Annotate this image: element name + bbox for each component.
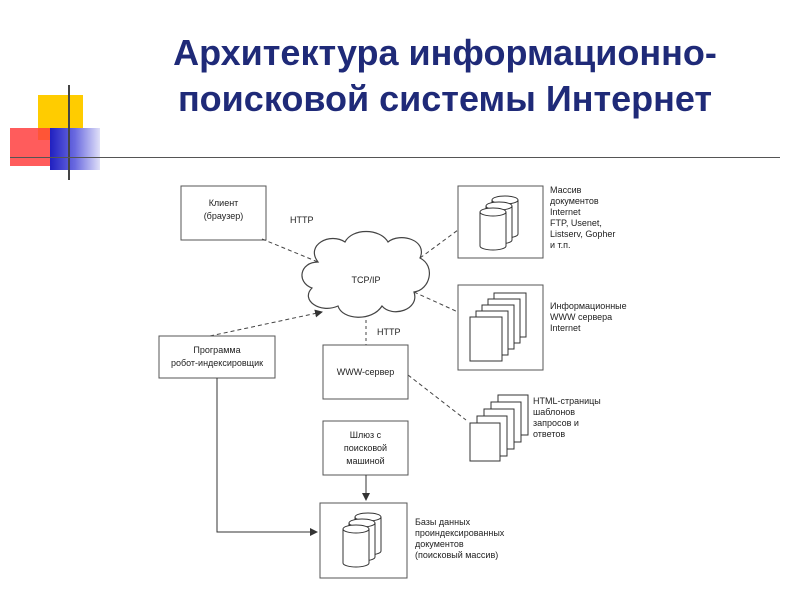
- servers-label-line-2: WWW сервера: [550, 312, 612, 322]
- tcpip-cloud: TCP/IP: [301, 230, 430, 318]
- cloud-label: TCP/IP: [351, 275, 380, 285]
- html-label: HTML-страницы шаблонов запросов и ответо…: [533, 396, 601, 439]
- slide-title: Архитектура информационно- поисковой сис…: [100, 30, 790, 122]
- deco-vertical-line: [68, 85, 70, 180]
- client-label-1: Клиент: [209, 198, 239, 208]
- documents-label: Массив документов Internet FTP, Usenet, …: [550, 185, 615, 250]
- db-label-line-4: (поисковый массив): [415, 550, 498, 560]
- db-label-line-1: Базы данных: [415, 517, 471, 527]
- client-box: Клиент (браузер): [180, 185, 267, 241]
- http-top-label: HTTP: [290, 215, 314, 225]
- docs-label-line-3: Internet: [550, 207, 581, 217]
- link-cloud-docs: [419, 229, 459, 259]
- html-label-line-2: шаблонов: [533, 407, 575, 417]
- gateway-box: Шлюз с поисковой машиной: [322, 420, 409, 476]
- robot-label-1: Программа: [193, 345, 240, 355]
- deco-blue-square: [50, 128, 100, 170]
- www-servers-storage: [457, 284, 544, 371]
- title-line-1: Архитектура информационно-: [173, 32, 717, 73]
- servers-label-line-3: Internet: [550, 323, 581, 333]
- title-line-2: поисковой системы Интернет: [177, 78, 713, 119]
- html-label-line-1: HTML-страницы: [533, 396, 601, 406]
- deco-horizontal-line: [10, 157, 780, 158]
- servers-label: Информационные WWW сервера Internet: [550, 301, 627, 333]
- html-label-line-3: запросов и: [533, 418, 579, 428]
- gateway-label-2: поисковой: [344, 443, 387, 453]
- docs-label-line-2: документов: [550, 196, 599, 206]
- robot-label-2: робот-индексировщик: [171, 358, 263, 368]
- client-label-2: (браузер): [204, 211, 244, 221]
- docs-label-line-1: Массив: [550, 185, 582, 195]
- db-label-line-2: проиндексированных: [415, 528, 505, 538]
- link-robot-cloud: [209, 309, 323, 337]
- www-server-label: WWW-сервер: [337, 367, 395, 377]
- link-www-html: [407, 374, 467, 421]
- db-label-line-3: документов: [415, 539, 464, 549]
- deco-red-square: [10, 128, 52, 166]
- http-mid-label: HTTP: [377, 327, 401, 337]
- www-server-box: WWW-сервер: [322, 344, 409, 400]
- servers-label-line-1: Информационные: [550, 301, 627, 311]
- documents-storage: [457, 185, 544, 259]
- arrow-robot-db: [216, 378, 318, 536]
- gateway-label-1: Шлюз с: [350, 430, 382, 440]
- robot-indexer-box: Программа робот-индексировщик: [158, 335, 276, 379]
- link-cloud-servers: [413, 291, 459, 313]
- html-label-line-4: ответов: [533, 429, 565, 439]
- link-client-cloud: [261, 238, 319, 263]
- database-label: Базы данных проиндексированных документо…: [415, 517, 505, 560]
- docs-label-line-6: и т.п.: [550, 240, 571, 250]
- docs-label-line-4: FTP, Usenet,: [550, 218, 602, 228]
- docs-label-line-5: Listserv, Gopher: [550, 229, 615, 239]
- database-storage: [319, 502, 408, 579]
- html-pages-stack: [469, 394, 529, 462]
- gateway-label-3: машиной: [346, 456, 384, 466]
